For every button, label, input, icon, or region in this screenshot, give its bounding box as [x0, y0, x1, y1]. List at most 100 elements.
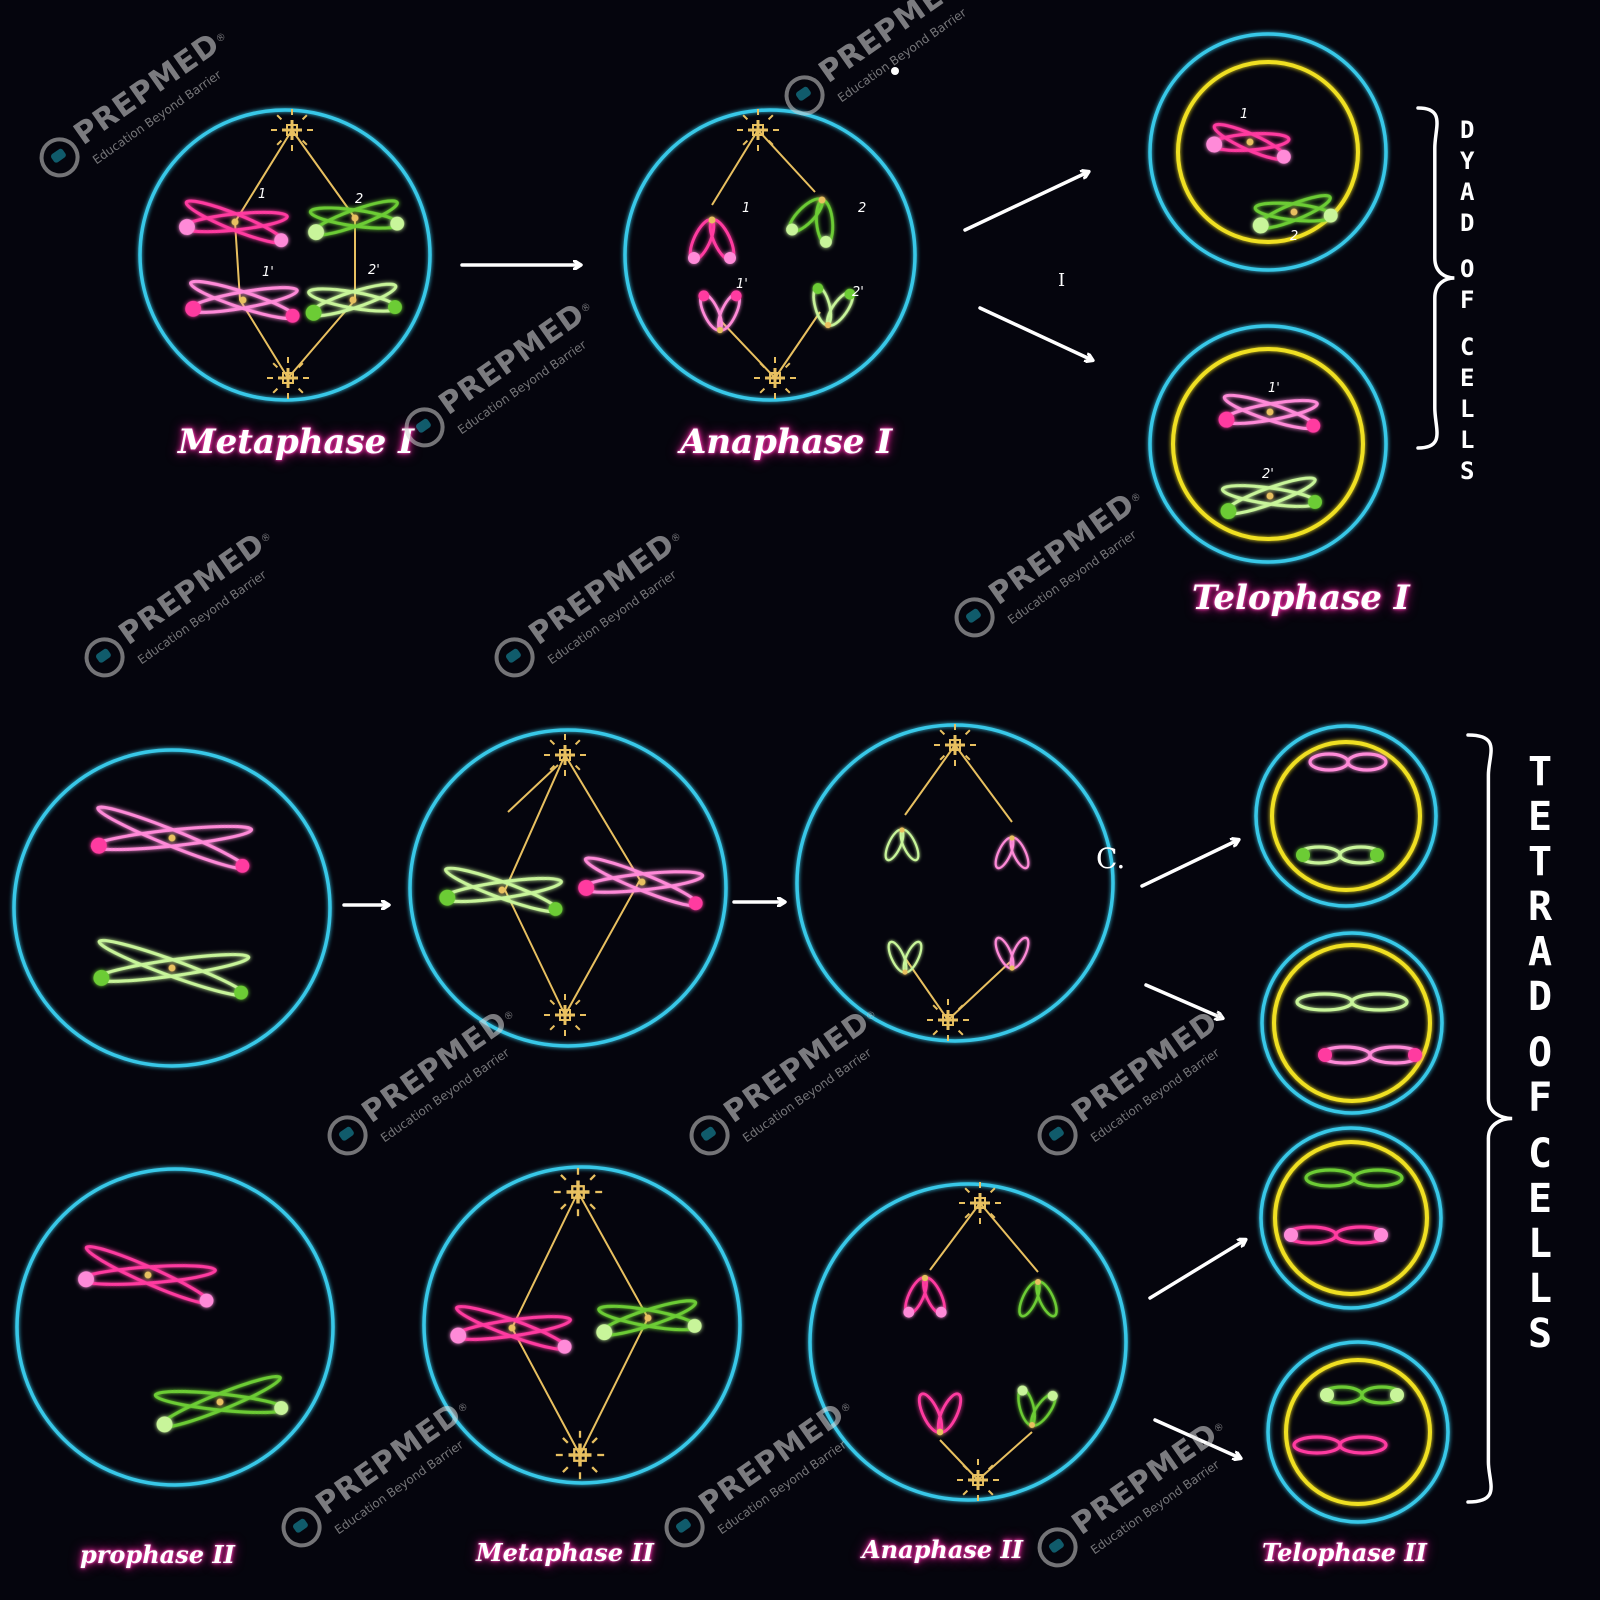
chromosome — [78, 1244, 217, 1308]
cell-membrane — [623, 108, 917, 402]
spindle-fiber — [904, 957, 949, 1021]
chromatid-bar — [1295, 992, 1409, 1012]
cell-membrane — [1254, 724, 1438, 908]
arrow — [1140, 840, 1238, 888]
chromatid-bar — [1308, 752, 1388, 772]
vertical-letter: D — [1460, 209, 1475, 237]
label-metaphase-1: Metaphase I — [178, 422, 415, 462]
vertical-letter: D — [1528, 974, 1553, 1020]
chromatid — [812, 283, 856, 329]
spindle-fiber — [774, 311, 821, 379]
vertical-letter: F — [1528, 1075, 1553, 1121]
label-telophase-2: Telophase II — [1262, 1538, 1427, 1567]
braces-layer — [1416, 106, 1513, 1504]
chromosome-number: 2' — [368, 263, 380, 278]
chromosome-number: 1 — [258, 187, 266, 202]
spindles-layer — [233, 109, 1039, 1501]
chromosome-number: 1' — [1268, 381, 1280, 396]
spindle-fiber — [233, 129, 293, 379]
chromosome — [93, 938, 251, 1000]
chromosome — [450, 1304, 573, 1354]
vertical-letter: T — [1528, 839, 1553, 885]
vertical-letter: O — [1528, 1030, 1553, 1076]
vertical-letter: E — [1528, 1176, 1553, 1222]
vertical-letter: L — [1460, 425, 1475, 454]
stray-mark-c: C. — [1096, 842, 1126, 875]
cell-membrane — [795, 723, 1115, 1043]
stray-dot — [891, 67, 899, 75]
nucleus-membrane — [1171, 347, 1365, 541]
chromosome — [1218, 393, 1321, 433]
chromatid — [698, 290, 742, 334]
vertical-letter: L — [1528, 1266, 1553, 1312]
vertical-letter: E — [1460, 363, 1475, 392]
chromatid — [994, 835, 1030, 870]
chromosome — [308, 199, 405, 241]
centrosome — [737, 109, 779, 151]
chromosome — [178, 199, 289, 248]
spindle-fiber — [287, 129, 356, 379]
chromosomes-layer — [78, 122, 1422, 1455]
chromosome-number: 1' — [262, 265, 274, 280]
chromosome-number: 2 — [1290, 229, 1298, 244]
chromatid — [994, 936, 1030, 971]
cell-membrane — [1259, 1126, 1443, 1310]
spindle-fiber — [757, 129, 816, 193]
label-anaphase-1: Anaphase I — [680, 422, 893, 462]
vertical-letter: C — [1528, 1131, 1553, 1177]
vertical-letter: O — [1460, 255, 1475, 284]
vertical-letter: A — [1460, 178, 1475, 206]
chromosome — [578, 856, 705, 911]
arrow — [963, 172, 1088, 232]
label-anaphase-2: Anaphase II — [862, 1535, 1023, 1564]
cell-membrane — [15, 1167, 335, 1487]
cell-membrane — [1266, 1340, 1450, 1524]
cell-membrane — [12, 748, 332, 1068]
vertical-letter: F — [1460, 286, 1475, 315]
vertical-letter: C — [1460, 332, 1475, 361]
spindle-fiber — [719, 319, 776, 379]
arrows-layer — [342, 172, 1245, 1458]
chromatid — [1018, 1279, 1058, 1318]
chromosome-number: 1 — [742, 201, 750, 216]
vertical-letter: Y — [1460, 147, 1475, 175]
curly-brace — [1466, 733, 1513, 1504]
spindle-fiber — [507, 764, 559, 813]
vertical-letter: A — [1528, 929, 1553, 975]
chromatid — [917, 1392, 963, 1436]
label-telophase-1: Telophase I — [1192, 578, 1410, 618]
nucleus-membrane — [1176, 60, 1360, 244]
chromatid — [903, 1274, 947, 1318]
chromosome-number: 1 — [1240, 107, 1248, 122]
chromatid-bar — [1296, 845, 1384, 865]
cell-membrane — [808, 1182, 1128, 1502]
nucleus-membrane — [1284, 1358, 1432, 1506]
cell-membrane — [1260, 931, 1444, 1115]
chromosome — [439, 866, 564, 917]
label-prophase-2: prophase II — [80, 1540, 235, 1569]
chromatid — [884, 827, 920, 862]
vertical-letter: L — [1528, 1221, 1553, 1267]
chromatid-bar — [1304, 1168, 1404, 1188]
spindle-fiber — [929, 1202, 981, 1271]
cell-membrane — [138, 108, 432, 402]
arrow — [1144, 983, 1222, 1018]
chromosome — [153, 1374, 289, 1433]
cells-layer — [12, 32, 1450, 1524]
chromatid-bar — [1284, 1225, 1388, 1245]
centrosome — [555, 1430, 605, 1480]
spindle-fiber — [711, 129, 759, 206]
spindle-fiber — [954, 744, 1013, 823]
label-metaphase-2: Metaphase II — [476, 1538, 654, 1567]
vertical-letter: T — [1528, 749, 1553, 795]
vertical-letter: S — [1460, 456, 1475, 485]
spindle-fiber — [977, 1431, 1033, 1481]
vertical-letter: E — [1528, 794, 1553, 840]
chromatid-bar — [1318, 1045, 1422, 1065]
stray-mark-i: I — [1058, 270, 1066, 291]
chromosome — [1252, 194, 1338, 234]
chromatid-bar — [1292, 1435, 1388, 1455]
